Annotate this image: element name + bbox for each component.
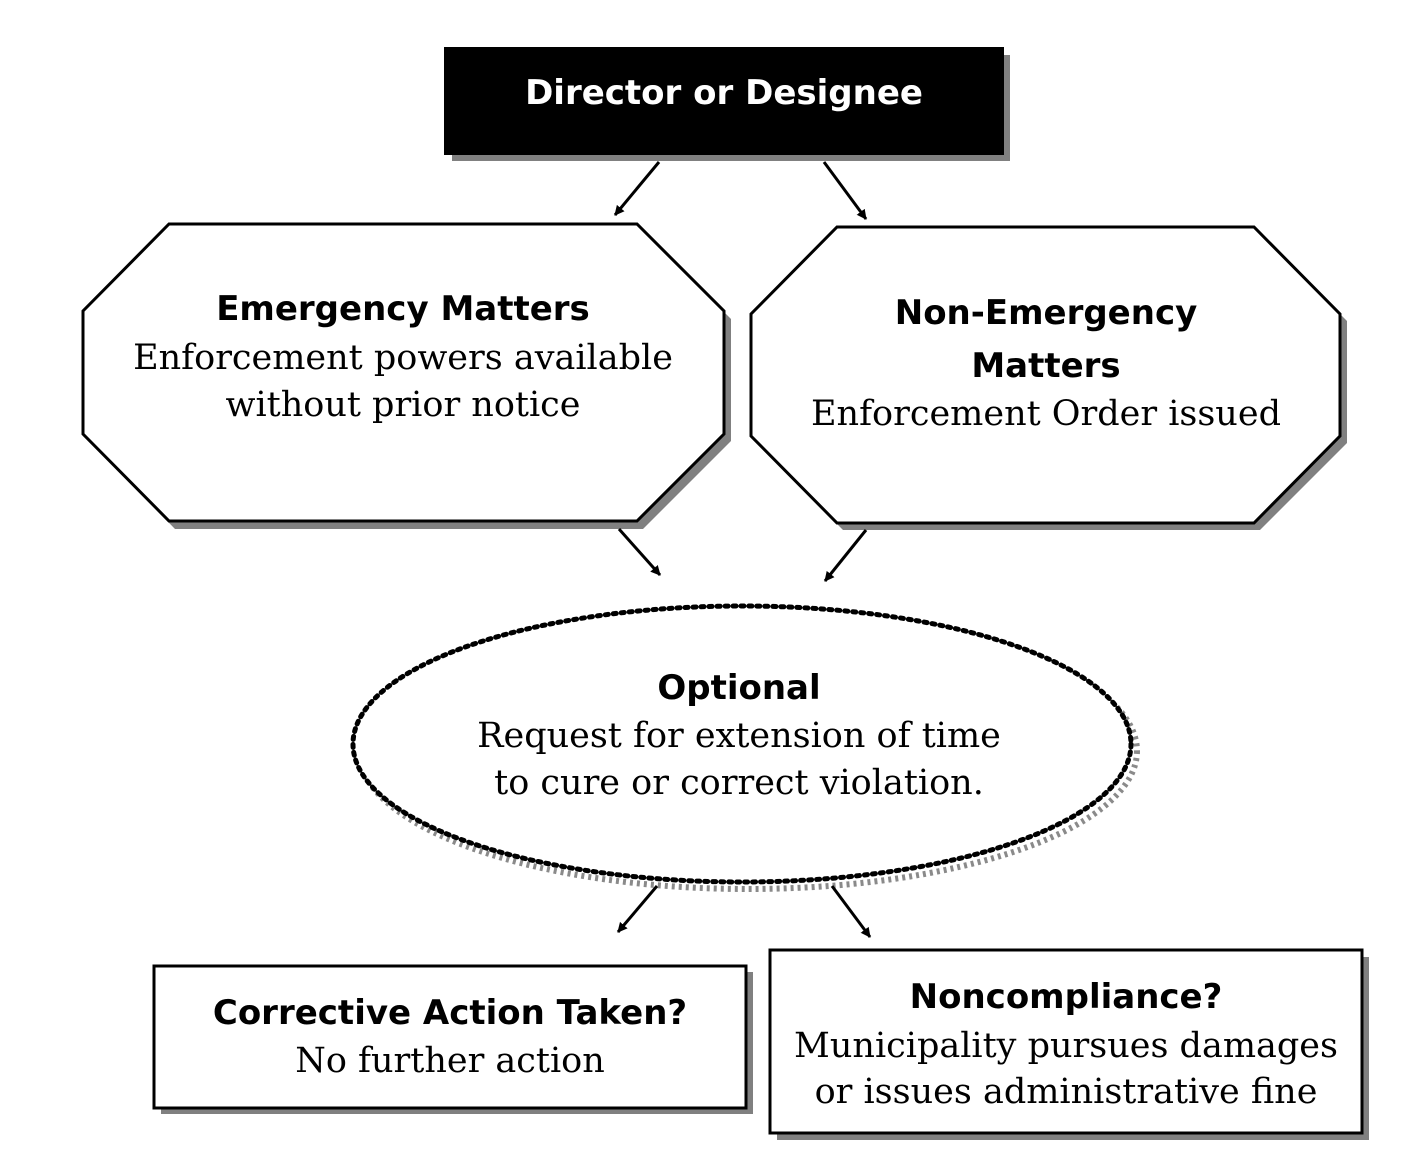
director-title: Director or Designee [525,73,923,113]
corrective-action-node: Corrective Action Taken? No further acti… [152,964,753,1114]
director-node: Director or Designee [444,47,1010,161]
arrow-emergency-to-optional [617,528,662,576]
arrow-director-to-non-emergency [822,161,868,220]
non-emergency-title-line-1: Non-Emergency [895,293,1198,333]
arrow-optional-to-corrective [616,885,659,933]
optional-line-1: Request for extension of time [477,716,1001,756]
noncompliance-title: Noncompliance? [910,977,1223,1017]
noncompliance-line-2: or issues administrative fine [815,1072,1318,1112]
arrow-optional-to-noncompliance [830,885,872,938]
emergency-title: Emergency Matters [216,289,590,329]
emergency-line-1: Enforcement powers available [133,338,673,378]
corrective-title: Corrective Action Taken? [213,993,687,1033]
non-emergency-line-1: Enforcement Order issued [811,394,1281,434]
emergency-matters-node: Emergency Matters Enforcement powers ava… [81,222,731,529]
noncompliance-line-1: Municipality pursues damages [794,1026,1338,1066]
corrective-line-1: No further action [295,1041,605,1081]
non-emergency-matters-node: Non-Emergency Matters Enforcement Order … [749,225,1347,530]
arrow-non-emergency-to-optional [823,529,868,582]
optional-node: Optional Request for extension of time t… [350,603,1140,892]
connectors [613,161,872,938]
optional-title: Optional [657,668,820,708]
emergency-line-2: without prior notice [225,385,580,425]
optional-line-2: to cure or correct violation. [494,763,984,803]
noncompliance-node: Noncompliance? Municipality pursues dama… [768,948,1369,1140]
non-emergency-title-line-2: Matters [971,346,1120,386]
arrow-director-to-emergency [613,161,661,216]
